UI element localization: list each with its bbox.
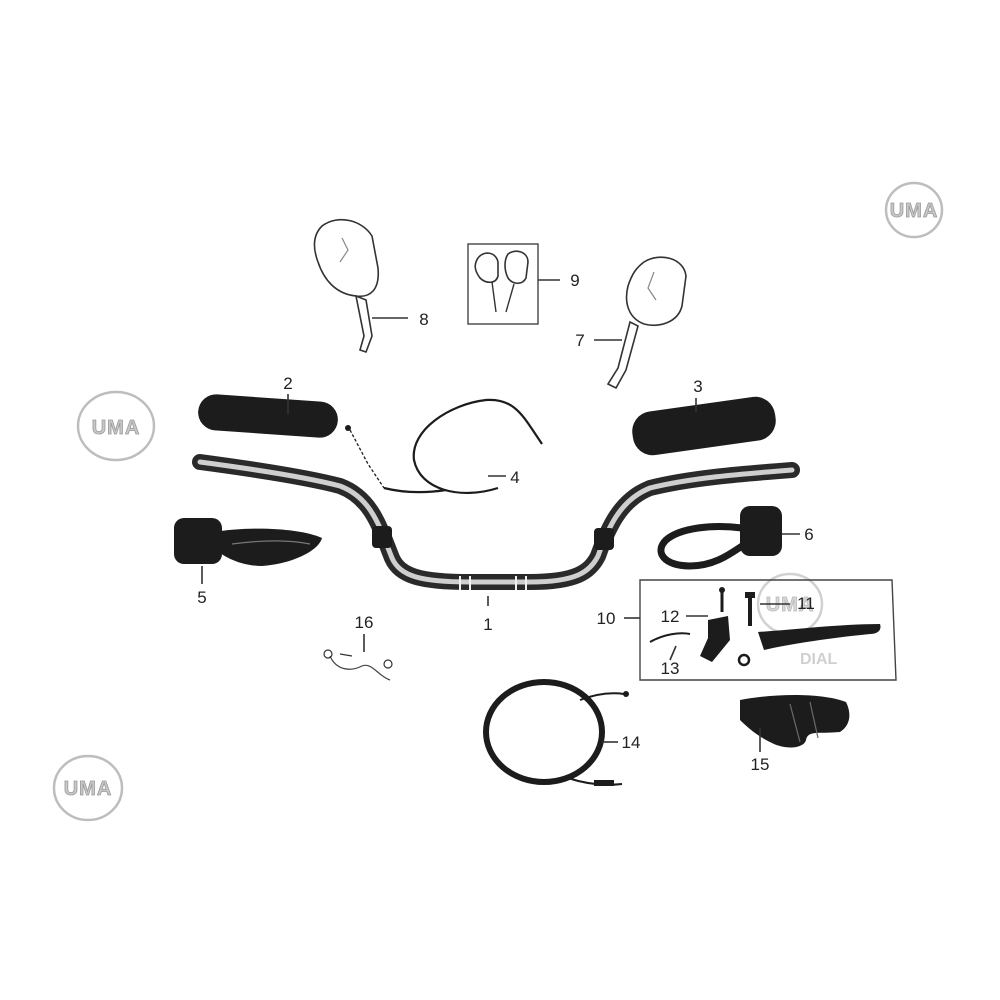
- left-switch-assembly: [174, 518, 322, 566]
- throttle-cable: [345, 398, 543, 495]
- callout-15: 15: [751, 755, 770, 774]
- lever-guard: [740, 695, 850, 748]
- right-grip: [632, 396, 776, 456]
- svg-text:DIAL: DIAL: [800, 651, 838, 668]
- left-grip: [198, 394, 338, 438]
- uma-watermark-left: UMA: [76, 390, 156, 462]
- callout-labels: 1 2 3 4 5 6 7 8 9 10 11 12 13 14 15 16: [197, 271, 815, 774]
- callout-1: 1: [483, 615, 492, 634]
- callout-5: 5: [197, 588, 206, 607]
- uma-watermark-top-right: UMA: [884, 181, 944, 239]
- clutch-cable: [483, 679, 629, 786]
- wire-harness: [323, 649, 393, 681]
- callout-12: 12: [661, 607, 680, 626]
- watermark-text: UMA: [890, 200, 939, 222]
- callout-6: 6: [804, 525, 813, 544]
- brake-lever-kit-box: DIAL: [639, 579, 897, 681]
- leader-lines: [201, 279, 800, 752]
- uma-watermark-bottom-left: UMA: [52, 754, 124, 822]
- left-mirror: [313, 218, 380, 354]
- callout-10: 10: [597, 609, 616, 628]
- right-switch-assembly: [657, 506, 782, 570]
- callout-16: 16: [355, 613, 374, 632]
- handlebar: [192, 454, 800, 590]
- callout-2: 2: [283, 374, 292, 393]
- right-mirror: [606, 256, 687, 390]
- watermark-text: UMA: [92, 417, 141, 439]
- callout-13: 13: [661, 659, 680, 678]
- watermark-text: UMA: [766, 594, 815, 616]
- callout-4: 4: [510, 468, 519, 487]
- watermark-text: UMA: [64, 778, 113, 800]
- callout-8: 8: [419, 310, 428, 329]
- callout-14: 14: [622, 733, 641, 752]
- callout-7: 7: [575, 331, 584, 350]
- callout-11: 11: [797, 594, 815, 613]
- callout-9: 9: [570, 271, 579, 290]
- callout-3: 3: [693, 377, 702, 396]
- mirror-set-box: [467, 243, 539, 325]
